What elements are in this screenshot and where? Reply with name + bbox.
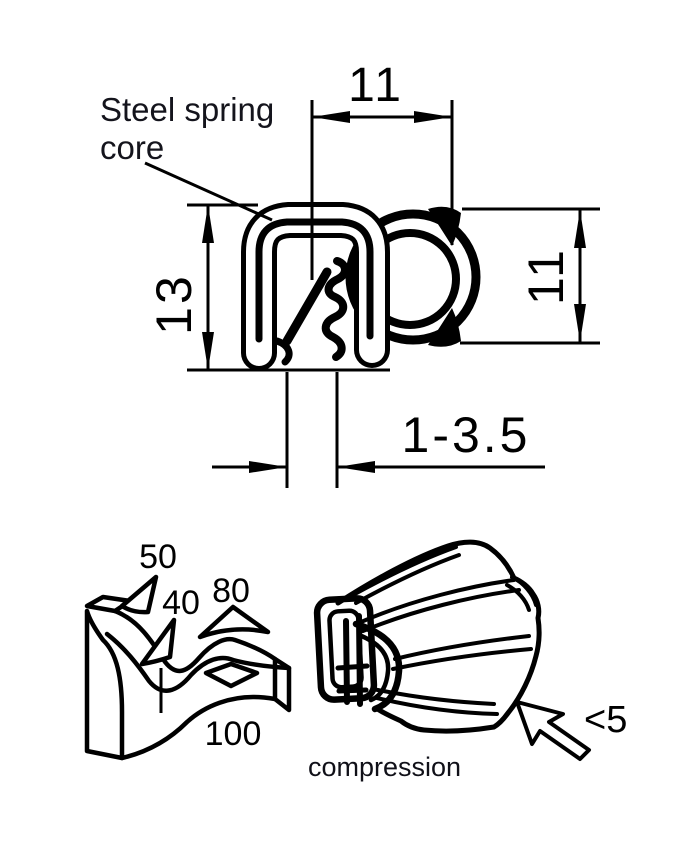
ridge-line: [351, 545, 458, 597]
arrowhead-down: [574, 304, 586, 342]
strip-end-face: [272, 656, 292, 713]
dimension-left-height: 13: [146, 203, 390, 372]
bend-radius-50: 50: [139, 538, 177, 576]
arrowhead-right: [249, 461, 287, 473]
dimension-value-grip: 1-3.5: [402, 407, 531, 463]
arrowhead-up: [574, 210, 586, 248]
dimension-value-left: 13: [146, 273, 202, 335]
strip-back-edge: [112, 608, 278, 674]
bend-radius-80: 80: [212, 572, 250, 610]
bulb-outer-wall: [345, 209, 481, 345]
ridge-line: [371, 687, 496, 706]
ridge-line: [361, 588, 521, 633]
ridge-line: [359, 578, 516, 624]
seal-bulb: [345, 206, 481, 347]
callout-leader-line: [144, 161, 273, 222]
bend-arrow-100: [203, 661, 260, 689]
arrowhead-up: [202, 205, 214, 243]
steel-spring-core-callout: Steel spring core: [100, 91, 274, 222]
arrowhead-left: [337, 461, 375, 473]
gripper-teeth-serpentine: [321, 257, 349, 361]
strip-front-edge: [104, 631, 292, 693]
dimension-top-width: 11: [310, 59, 454, 280]
ridge-line: [354, 553, 461, 605]
compression-caption: compression: [308, 752, 461, 782]
section-finger-tie: [335, 663, 370, 671]
steel-spring-core-line: [255, 218, 374, 343]
compression-arrow: [515, 700, 591, 761]
strip-bottom-edge: [119, 694, 278, 761]
u-channel-clamp: [241, 202, 390, 371]
body-ridge-lines: [351, 545, 538, 716]
strip-left-slab: [84, 608, 125, 761]
body-silhouette: [335, 539, 542, 734]
dimension-grip-range: 1-3.5: [212, 372, 545, 488]
bend-radius-sketch: 50 40 80 100: [84, 538, 292, 761]
dimension-value-right: 11: [518, 247, 574, 305]
callout-line-2: core: [100, 129, 164, 166]
bend-arrow-50: [119, 574, 159, 615]
compression-sketch: <5 compression: [308, 539, 627, 782]
dimension-right-height: 11: [460, 207, 600, 345]
ridge-line: [393, 634, 531, 661]
bend-arrow-40: [139, 617, 177, 667]
gripper-hook-left: [273, 337, 293, 366]
section-bulb-rim-inner: [356, 632, 391, 703]
arrowhead-right: [414, 111, 452, 123]
end-cap-lip: [510, 575, 538, 607]
end-section-face: [313, 595, 403, 713]
bend-radius-40: 40: [162, 584, 200, 622]
section-finger-tie: [336, 687, 369, 694]
callout-line-1: Steel spring: [100, 91, 274, 128]
bend-radius-100: 100: [205, 715, 262, 753]
gripper-finger-long: [282, 267, 332, 346]
arrowhead-down: [202, 332, 214, 370]
end-cap-lip: [505, 583, 531, 612]
seal-cross-section: Steel spring core 11 13: [100, 59, 600, 488]
arrowhead-left: [312, 111, 350, 123]
bend-arrow-80: [197, 604, 271, 640]
compression-value: <5: [584, 699, 627, 741]
ridge-line: [375, 696, 499, 716]
ridge-line: [391, 647, 533, 671]
bulb-bottom-horn: [428, 308, 461, 347]
dimension-value-top: 11: [348, 59, 404, 112]
